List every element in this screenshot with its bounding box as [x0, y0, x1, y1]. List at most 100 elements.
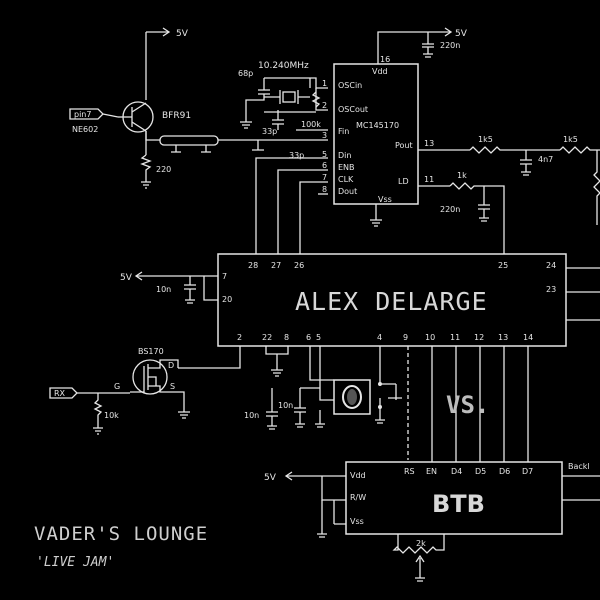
mc-pin-pout: Pout: [395, 141, 413, 150]
rx-tag: [49, 387, 78, 399]
vcc-label-main: 5V: [120, 273, 133, 283]
res-1k5-b-label: 1k5: [563, 135, 578, 144]
main-pin2: 2: [237, 333, 242, 342]
mos-s-label: S: [170, 382, 175, 391]
main-chip-label: ALEX DELARGE: [295, 287, 488, 316]
mc-pin1: 1: [322, 79, 327, 88]
mc-pin16: 16: [380, 55, 390, 64]
lcd-pin-rs: RS: [404, 467, 415, 476]
crystal-label: 10.240MHz: [258, 61, 309, 71]
mc145170-chip: [333, 63, 419, 205]
cap-10n-c-label: 10n: [278, 401, 293, 410]
alex-delarge-chip: [217, 253, 567, 347]
cap-33p-a-label: 33p: [262, 127, 277, 136]
res-220: [140, 154, 152, 182]
bs170-mosfet: [132, 359, 168, 395]
main-pin14: 14: [523, 333, 533, 342]
lcd-pin-d5: D5: [475, 467, 486, 476]
crystal: [282, 91, 296, 103]
cap-220n-b-label: 220n: [440, 205, 460, 214]
lcd-pin-d4: D4: [451, 467, 462, 476]
main-pin27: 27: [271, 261, 281, 270]
pot-2k: [392, 534, 445, 554]
mc-pin-fin: Fin: [338, 127, 349, 136]
main-pin7: 7: [222, 272, 227, 281]
main-pin11: 11: [450, 333, 460, 342]
mc-pin-oscout: OSCout: [338, 105, 368, 114]
res-220-label: 220: [156, 165, 171, 174]
mc-pin-oscin: OSCin: [338, 81, 362, 90]
res-1k5-a: [469, 146, 522, 154]
lcd-pin-vdd: Vdd: [350, 471, 366, 480]
lcd-pin-vss: Vss: [350, 517, 364, 526]
mc-pin13: 13: [424, 139, 434, 148]
mc-vdd: Vdd: [372, 67, 388, 76]
res-1k-label: 1k: [457, 171, 467, 180]
main-pin4: 4: [377, 333, 382, 342]
cap-4n7-label: 4n7: [538, 155, 553, 164]
pin7-label: pin7: [74, 110, 91, 119]
lcd-label: BTB: [432, 490, 485, 518]
main-pin22: 22: [262, 333, 272, 342]
mc-pin-din: Din: [338, 151, 351, 160]
mc-pin-clk: CLK: [338, 175, 354, 184]
res-10k: [93, 393, 103, 428]
lcd-pin-en: EN: [426, 467, 437, 476]
main-pin5: 5: [316, 333, 321, 342]
rx-label: RX: [54, 389, 66, 398]
vcc-label-synth: 5V: [455, 29, 468, 39]
main-pin13: 13: [498, 333, 508, 342]
main-pin12: 12: [474, 333, 484, 342]
cap-220n-top-label: 220n: [440, 41, 460, 50]
pin7-tag: [69, 108, 104, 120]
main-pin23: 23: [546, 285, 556, 294]
mc-vss: Vss: [378, 195, 392, 204]
mos-g-label: G: [114, 382, 120, 391]
cap-10n-b-label: 10n: [244, 411, 259, 420]
main-pin25: 25: [498, 261, 508, 270]
cap-33p-b-label: 33p: [289, 151, 304, 160]
res-10k-label: 10k: [104, 411, 119, 420]
cover-title: VADER'S LOUNGE: [34, 523, 208, 545]
mc-pin-ld: LD: [398, 177, 409, 186]
main-pin28: 28: [248, 261, 258, 270]
bfr91-label: BFR91: [162, 111, 191, 121]
vs-text: VS.: [446, 391, 489, 419]
res-1k: [449, 182, 492, 190]
cap-10n-a-label: 10n: [156, 285, 171, 294]
backlight-label: Backl: [568, 462, 590, 471]
mc-pin6: 6: [322, 161, 327, 170]
mc-pin5: 5: [322, 150, 327, 159]
mc-pin11: 11: [424, 175, 434, 184]
main-pin24: 24: [546, 261, 556, 270]
mc-pin3: 3: [322, 131, 327, 140]
lcd-pin-rw: R/W: [350, 493, 366, 502]
main-pin9: 9: [403, 333, 408, 342]
res-100k-label: 100k: [301, 120, 321, 129]
vcc-label-lcd: 5V: [264, 473, 277, 483]
main-pin10: 10: [425, 333, 435, 342]
btb-lcd-chip: [345, 461, 563, 535]
lcd-pin-d6: D6: [499, 467, 510, 476]
bs170-label: BS170: [138, 347, 164, 356]
mc-pin8: 8: [322, 185, 327, 194]
main-pin20: 20: [222, 295, 232, 304]
coax-line: [159, 135, 219, 146]
pot-2k-label: 2k: [416, 539, 426, 548]
res-1k5-b: [559, 146, 600, 154]
mc-pin7: 7: [322, 173, 327, 182]
mc-label: MC145170: [356, 121, 399, 130]
main-pin26: 26: [294, 261, 304, 270]
mos-d-label: D: [168, 361, 174, 370]
mc-pin-dout: Dout: [338, 187, 357, 196]
main-pin8: 8: [284, 333, 289, 342]
cover-subtitle: 'LIVE JAM': [36, 555, 114, 570]
mc-pin2: 2: [322, 101, 327, 110]
vcc-label-top: 5V: [176, 29, 189, 39]
cap-68p-label: 68p: [238, 69, 253, 78]
main-pin6: 6: [306, 333, 311, 342]
res-1k5-a-label: 1k5: [478, 135, 493, 144]
mc-pin-enb: ENB: [338, 163, 355, 172]
ne602-label: NE602: [72, 125, 98, 134]
